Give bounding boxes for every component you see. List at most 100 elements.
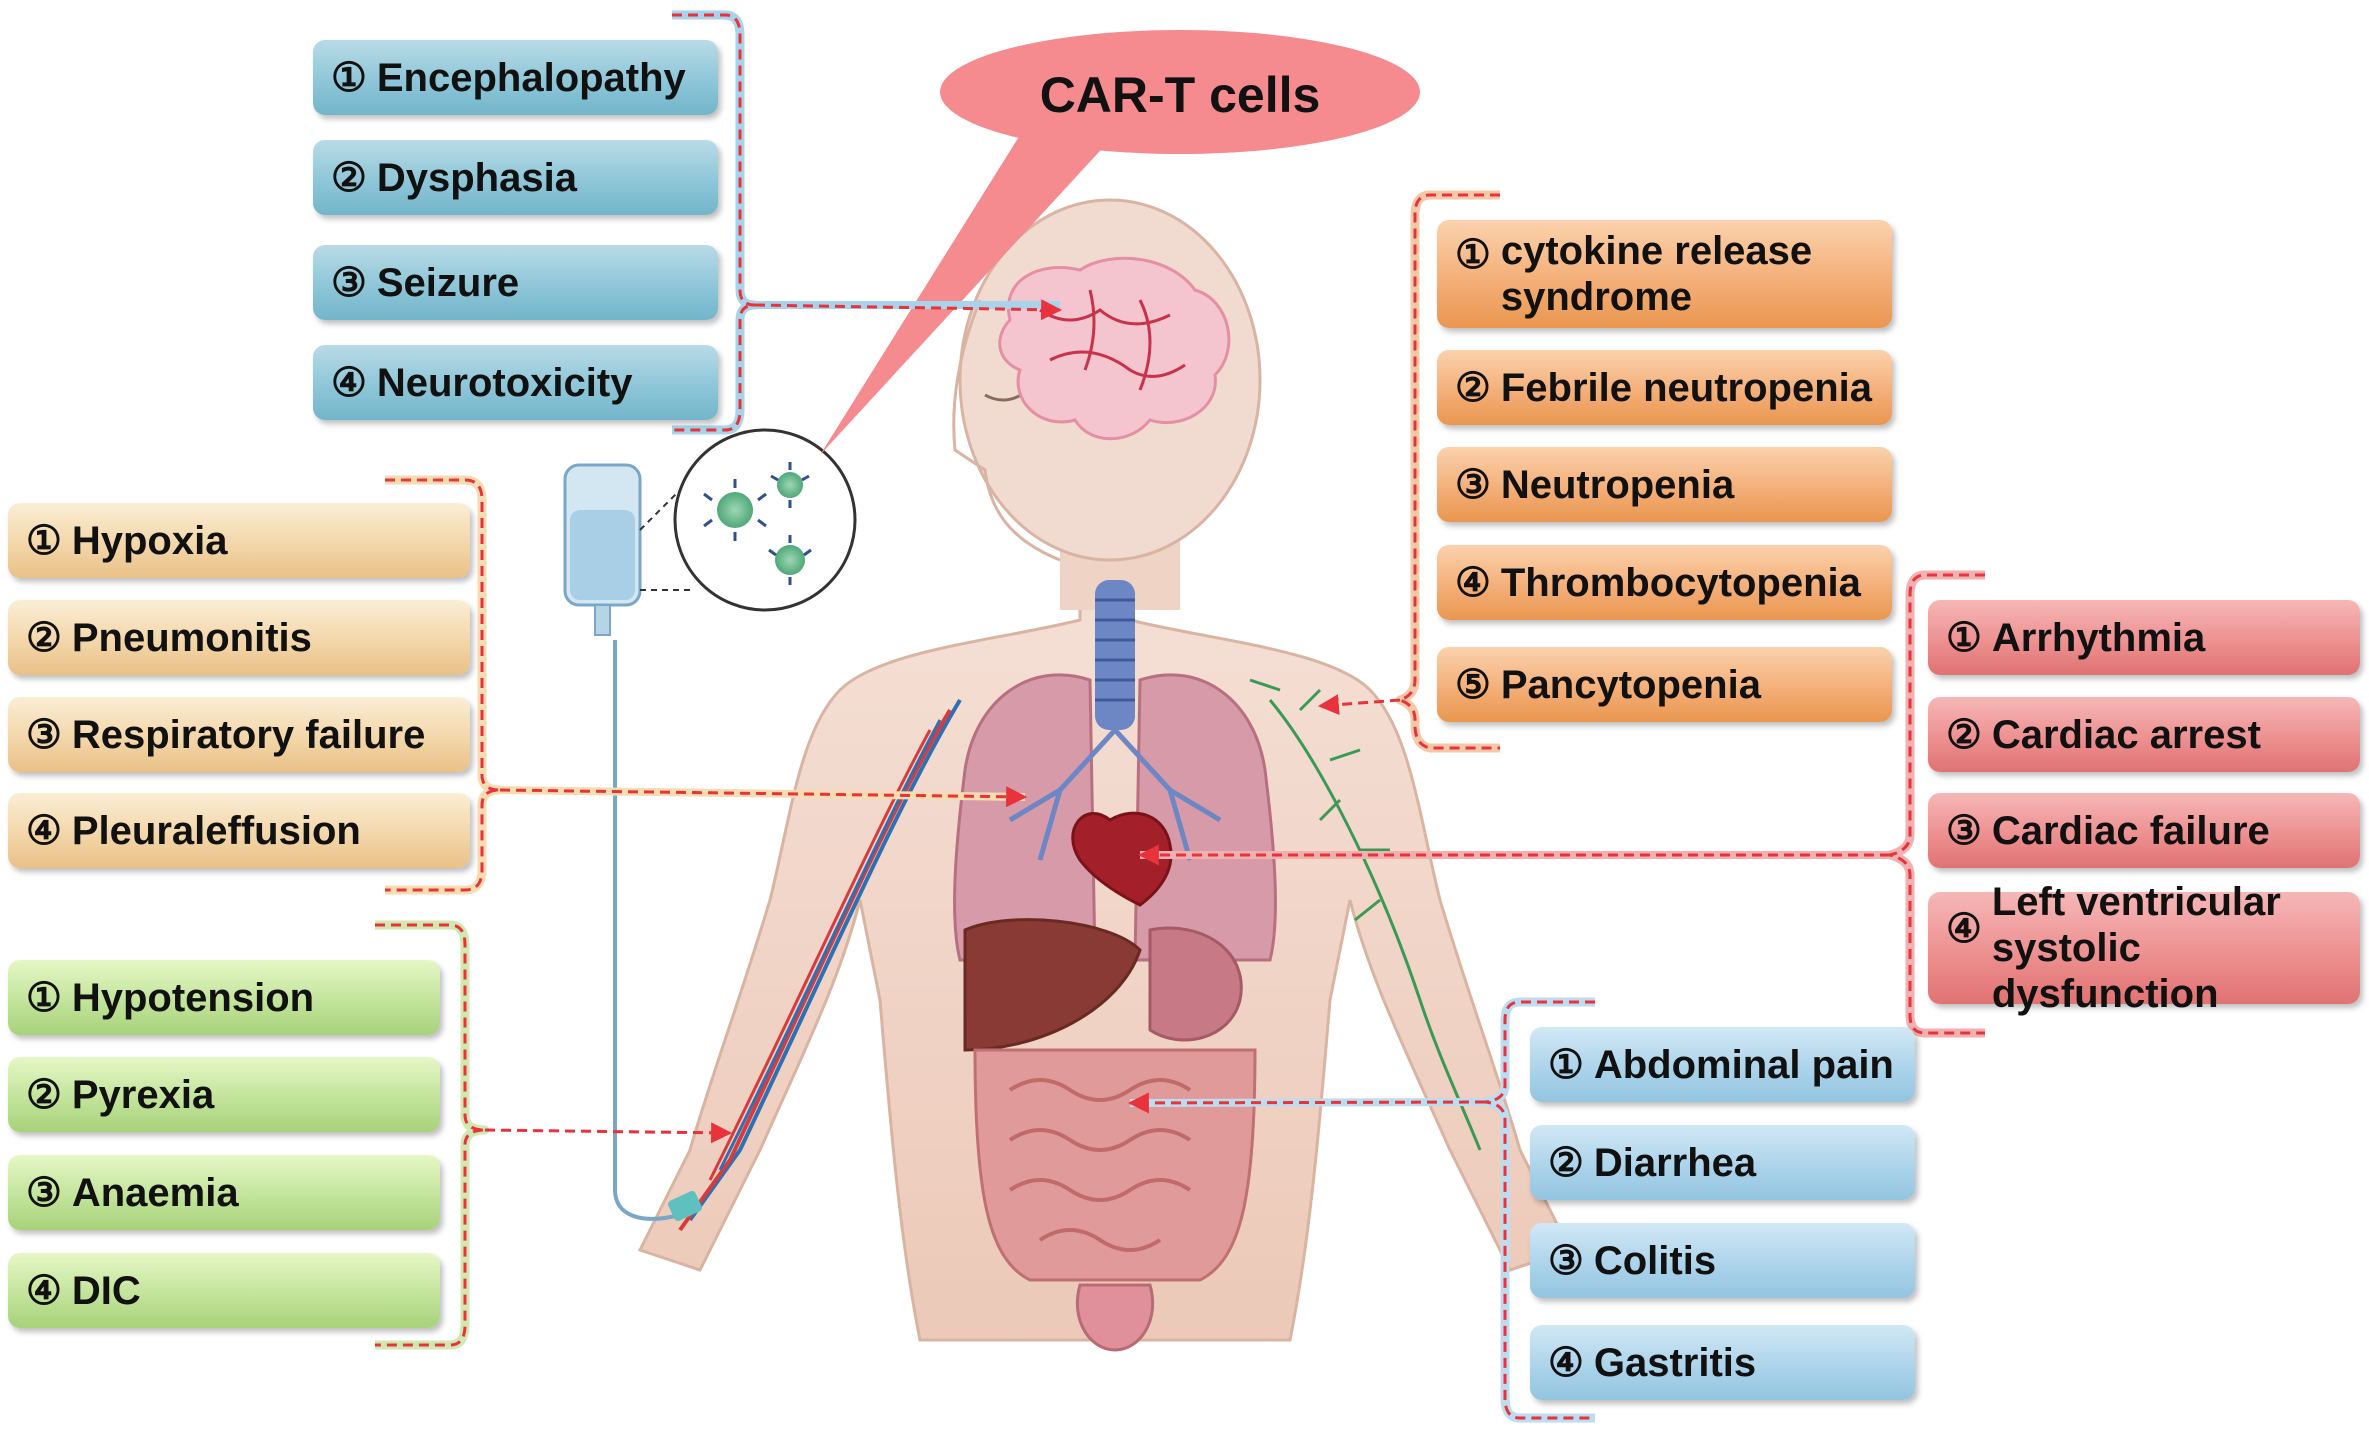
vascular-item-pyrexia: ② Pyrexia (8, 1057, 440, 1132)
item-number: ② (1946, 712, 1982, 757)
item-number: ① (331, 55, 367, 100)
heart-icon (1071, 811, 1173, 907)
item-label: Pleuraleffusion (71, 808, 361, 853)
item-label: Seizure (376, 260, 520, 305)
lung-item-pleuraleffusion: ④ Pleuraleffusion (8, 793, 470, 868)
heart-item-cardiac-arrest: ② Cardiac arrest (1928, 697, 2360, 772)
lung-item-respiratory-failure: ③ Respiratory failure (8, 697, 470, 772)
item-label: Diarrhea (1593, 1140, 1757, 1185)
iv-connector (668, 1191, 702, 1221)
item-number: ④ (331, 360, 367, 405)
item-number: ② (26, 615, 62, 660)
heart-item-arrhythmia: ① Arrhythmia (1928, 600, 2360, 675)
item-label: Febrile neutropenia (1500, 365, 1873, 410)
neuro-item-dysphasia: ② Dysphasia (313, 140, 718, 215)
lung-bracket (385, 475, 1028, 895)
item-label: Cardiac arrest (1991, 712, 2261, 757)
blood-bracket (1317, 190, 1500, 753)
neuro-item-neurotoxicity: ④ Neurotoxicity (313, 345, 718, 420)
intestines-icon (973, 1048, 1257, 1282)
heart-item-cardiac-failure: ③ Cardiac failure (1928, 793, 2360, 868)
item-label: Abdominal pain (1593, 1042, 1894, 1087)
blood-item-febrile-neutropenia: ② Febrile neutropenia (1437, 350, 1892, 425)
item-label: Colitis (1593, 1238, 1717, 1283)
item-number: ③ (26, 712, 62, 757)
item-number: ① (1946, 615, 1982, 660)
blood-item-neutropenia: ③ Neutropenia (1437, 447, 1892, 522)
neuro-item-seizure: ③ Seizure (313, 245, 718, 320)
vascular-item-dic: ④ DIC (8, 1253, 440, 1328)
blood-item-thrombocytopenia: ④ Thrombocytopenia (1437, 545, 1892, 620)
item-label: Thrombocytopenia (1500, 560, 1861, 605)
connector-lines (375, 10, 1985, 1423)
lymph-vessels-icon (1249, 678, 1482, 1151)
item-label: Respiratory failure (71, 712, 426, 757)
item-number: ④ (26, 1268, 62, 1313)
item-label: Pancytopenia (1500, 662, 1761, 707)
human-body-illustration (637, 198, 1573, 1352)
iv-drip-illustration (563, 463, 702, 1221)
item-label: Anaemia (71, 1170, 239, 1215)
item-number: ④ (26, 808, 62, 853)
item-label: Neurotoxicity (376, 360, 633, 405)
item-number: ② (1455, 365, 1491, 410)
item-label: Pyrexia (71, 1072, 215, 1117)
item-number: ① (1455, 233, 1491, 277)
heart-bracket (1137, 570, 1985, 1038)
gi-item-gastritis: ④ Gastritis (1530, 1325, 1915, 1400)
cart-cell-icon (717, 492, 753, 528)
item-number: ④ (1455, 560, 1491, 605)
gi-item-diarrhea: ② Diarrhea (1530, 1125, 1915, 1200)
item-number: ③ (1455, 462, 1491, 507)
item-number: ⑤ (1455, 662, 1491, 707)
item-number: ② (1548, 1140, 1584, 1185)
item-label: Gastritis (1593, 1340, 1757, 1385)
item-number: ② (26, 1072, 62, 1117)
item-number: ④ (1946, 907, 1982, 951)
item-label: Cardiac failure (1991, 808, 2270, 853)
item-number: ① (26, 975, 62, 1020)
item-label: DIC (71, 1268, 141, 1313)
bladder-icon (1075, 1283, 1155, 1352)
iv-tube (613, 640, 681, 1221)
gi-item-colitis: ③ Colitis (1530, 1223, 1915, 1298)
item-number: ① (26, 518, 62, 563)
cart-cell-icon (775, 545, 805, 575)
closed-eye (984, 393, 1022, 402)
item-label: Dysphasia (376, 155, 577, 200)
item-label: Arrhythmia (1991, 615, 2206, 660)
item-label: Neutropenia (1500, 462, 1735, 507)
neuro-item-encephalopathy: ① Encephalopathy (313, 40, 718, 115)
heart-item-lv-dysfunction: ④ Left ventricular systolic dysfunction (1928, 880, 2360, 1016)
face-profile (952, 299, 1061, 562)
item-label: Hypotension (71, 975, 315, 1020)
cart-cell-icon (777, 472, 803, 498)
lung-item-hypoxia: ① Hypoxia (8, 503, 470, 578)
cart-callout (820, 30, 1420, 455)
vascular-item-hypotension: ① Hypotension (8, 960, 440, 1035)
gi-bracket (1127, 997, 1595, 1423)
item-number: ③ (1548, 1238, 1584, 1283)
item-number: ③ (26, 1170, 62, 1215)
gi-item-abdominal-pain: ① Abdominal pain (1530, 1027, 1915, 1102)
item-label: Left ventricular systolic dysfunction (1991, 880, 2281, 1016)
trachea-icon (1095, 580, 1135, 730)
stomach-icon (1148, 926, 1243, 1042)
item-number: ③ (331, 260, 367, 305)
blood-item-pancytopenia: ⑤ Pancytopenia (1437, 647, 1892, 722)
neuro-bracket (672, 10, 1063, 435)
lungs-icon (953, 673, 1277, 962)
item-number: ② (331, 155, 367, 200)
item-number: ① (1548, 1042, 1584, 1087)
vascular-item-anaemia: ③ Anaemia (8, 1155, 440, 1230)
blood-vessels-icon (678, 698, 962, 1232)
item-label: Hypoxia (71, 518, 228, 563)
cart-cell-magnifier (639, 428, 857, 612)
cart-cells-label: CAR-T cells (1039, 67, 1321, 123)
lung-item-pneumonitis: ② Pneumonitis (8, 600, 470, 675)
vascular-bracket (375, 920, 733, 1350)
item-label: Pneumonitis (71, 615, 312, 660)
item-number: ④ (1548, 1340, 1584, 1385)
liver-icon (963, 918, 1142, 1052)
